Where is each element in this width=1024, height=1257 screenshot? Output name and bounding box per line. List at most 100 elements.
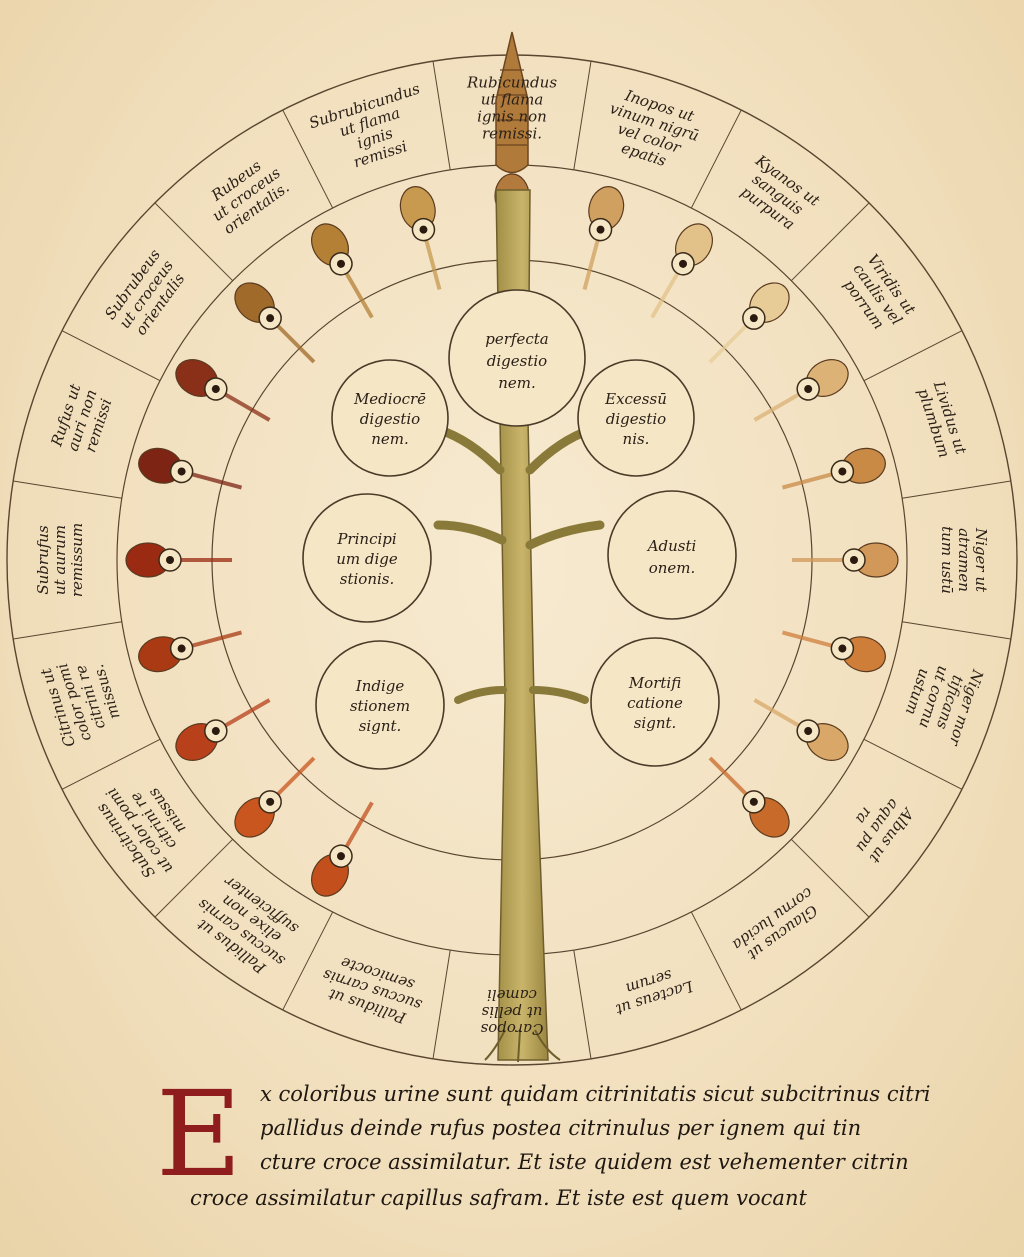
ring-label-text: ut flama (481, 91, 544, 109)
urine-flask (781, 630, 886, 673)
inner-medallions: perfecta digestio nem. Mediocrē digestio… (302, 289, 737, 770)
flask-mouth (838, 644, 847, 653)
medallion-text: signt. (634, 714, 677, 732)
tree-branch (454, 686, 507, 704)
urine-flask (781, 447, 886, 490)
flask-mouth (804, 385, 813, 393)
ring-label-text: ut aurum (51, 525, 69, 595)
ring-label-text: ignis non (477, 108, 547, 126)
urine-flask (753, 359, 849, 422)
urine-flask (311, 223, 374, 319)
sector-divider (432, 61, 451, 170)
sector-divider (790, 202, 870, 282)
flask-mouth (211, 727, 220, 735)
urine-flask (311, 801, 374, 897)
ring-dividers (13, 61, 1011, 1059)
ring-label-text: cameli (487, 986, 537, 1004)
flask-group (125, 173, 899, 897)
medallion-text: Mortifi (628, 674, 681, 692)
ring-label-text: tum ustū (938, 526, 956, 594)
medallion-text: stionis. (340, 570, 394, 588)
medallion-text: stionem (350, 697, 410, 715)
flask-mouth (838, 467, 847, 476)
flask-mouth (596, 225, 605, 234)
flask-mouth (337, 852, 345, 861)
text-line: cture croce assimilatur. Et iste quidem … (260, 1150, 909, 1174)
sector-divider (13, 621, 122, 640)
urine-flask (708, 756, 790, 838)
medallion-text: onem. (649, 559, 696, 577)
flask-mouth (177, 644, 186, 653)
ring-label-text: Niger ut (972, 527, 990, 593)
medallion-text: signt. (359, 717, 402, 735)
text-line: croce assimilatur capillus safram. Et is… (190, 1186, 807, 1210)
urine-flask (234, 756, 316, 838)
sector-divider (61, 738, 161, 790)
medallion-text: nem. (498, 374, 536, 392)
sector-divider (61, 330, 161, 382)
flask-mouth (749, 314, 758, 323)
ring-label-text: remissi. (482, 125, 542, 143)
urine-flask (708, 282, 790, 364)
ring-label-text: ut pellis (481, 1003, 542, 1021)
sector-divider (902, 621, 1011, 640)
urine-flask (753, 698, 849, 761)
tree-branch (529, 686, 589, 704)
tree-roots (484, 1029, 561, 1063)
tree-crown-scales (497, 69, 527, 146)
flask-mouth (177, 467, 186, 476)
flask-mouth (679, 259, 687, 268)
medallion-text: Excessū (604, 390, 667, 408)
medallion-perfecta-digestionem: perfecta digestio nem. (448, 289, 586, 427)
tree-branch (435, 425, 505, 475)
medallion-text: Mediocrē (353, 390, 426, 408)
sector-divider (863, 330, 963, 382)
urine-flask (175, 359, 271, 422)
sector-divider (790, 838, 870, 918)
ring-label-text: Subrufus (34, 525, 52, 595)
sector-divider (863, 738, 963, 790)
sector-divider (690, 911, 742, 1011)
urine-flask (792, 542, 899, 578)
sector-divider (432, 950, 451, 1059)
medallion-text: Indige (355, 677, 405, 695)
sector-divider (282, 109, 334, 209)
ring-label-text: atramen (955, 528, 973, 592)
ring-label-text: remissum (68, 523, 86, 597)
flask-mouth (266, 797, 275, 806)
urine-flask (582, 186, 625, 291)
urine-flask (138, 630, 243, 673)
urine-flask (650, 223, 713, 319)
medallion-text: um dige (336, 550, 398, 568)
sector-divider (902, 480, 1011, 499)
sector-divider (573, 61, 592, 170)
flask-mouth (211, 385, 220, 393)
flask-mouth (337, 259, 345, 268)
medallion-text: nis. (623, 430, 650, 448)
medallion-text: Principi (336, 530, 397, 548)
urine-flask (399, 186, 442, 291)
medallion-mediocrem-digestionem: Mediocrē digestio nem. (331, 359, 449, 477)
sector-divider (573, 950, 592, 1059)
medallion-principium-digestionis: Principi um dige stionis. (302, 493, 432, 623)
text-line: x coloribus urine sunt quidam citrinitat… (260, 1082, 931, 1106)
sector-divider (154, 838, 234, 918)
medallion-excessum-digestionis: Excessū digestio nis. (577, 359, 695, 477)
sector-divider (690, 109, 742, 209)
medallion-text: digestio (606, 410, 666, 428)
decorated-initial: E (155, 1065, 243, 1203)
